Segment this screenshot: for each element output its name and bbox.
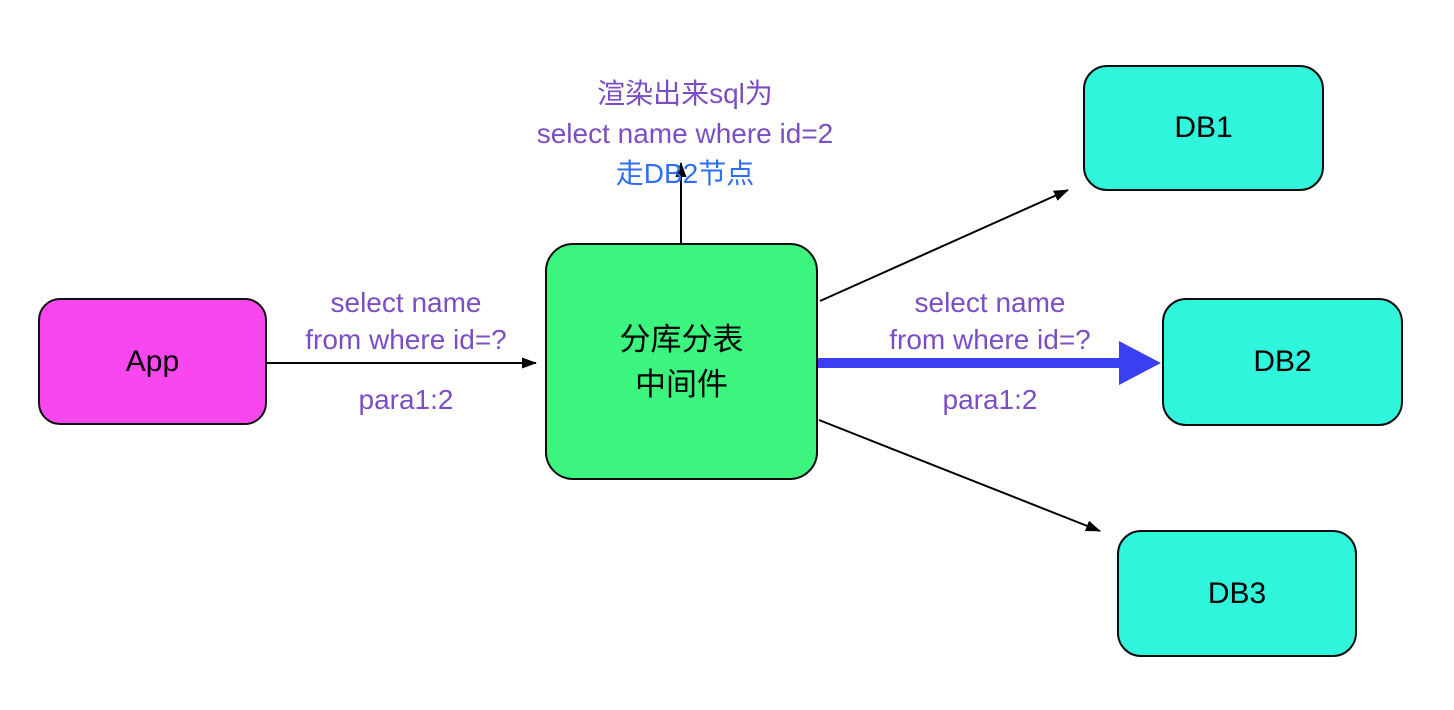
edge-label-app-to-middleware-param: para1:2	[358, 384, 454, 415]
edge-label-app-to-middleware-sql: select name from where id=?	[256, 284, 556, 358]
edge-label-middleware-to-db2-param: para1:2	[942, 384, 1038, 415]
edge-label-sql-line1: select name	[914, 287, 1066, 318]
node-db1-label: DB1	[1174, 111, 1233, 144]
edge-label-middleware-to-db2-sql: select name from where id=?	[840, 284, 1140, 358]
node-db2: DB2	[1162, 298, 1403, 426]
node-db2-label: DB2	[1253, 345, 1312, 378]
annotation-rendered-sql: 渲染出来sql为 select name where id=2 走DB2节点	[485, 74, 885, 194]
node-middleware-label-line1: 分库分表	[619, 321, 744, 357]
node-middleware-label-line2: 中间件	[635, 366, 728, 402]
arrow-middleware-to-db3	[818, 419, 1101, 532]
edge-label-sql-line1: select name	[330, 287, 482, 318]
annotation-line1: 渲染出来sql为	[597, 78, 773, 109]
node-db3: DB3	[1117, 530, 1357, 657]
node-app: App	[38, 298, 267, 425]
edge-label-sql-line2: from where id=?	[305, 324, 507, 355]
node-app-label: App	[125, 344, 180, 378]
annotation-line2: select name where id=2	[536, 118, 834, 149]
node-db3-label: DB3	[1207, 576, 1267, 610]
annotation-line3: 走DB2节点	[615, 158, 755, 189]
node-sharding-middleware: 分库分表 中间件	[545, 243, 818, 480]
node-db1: DB1	[1083, 65, 1324, 191]
edge-label-sql-line2: from where id=?	[889, 324, 1091, 355]
